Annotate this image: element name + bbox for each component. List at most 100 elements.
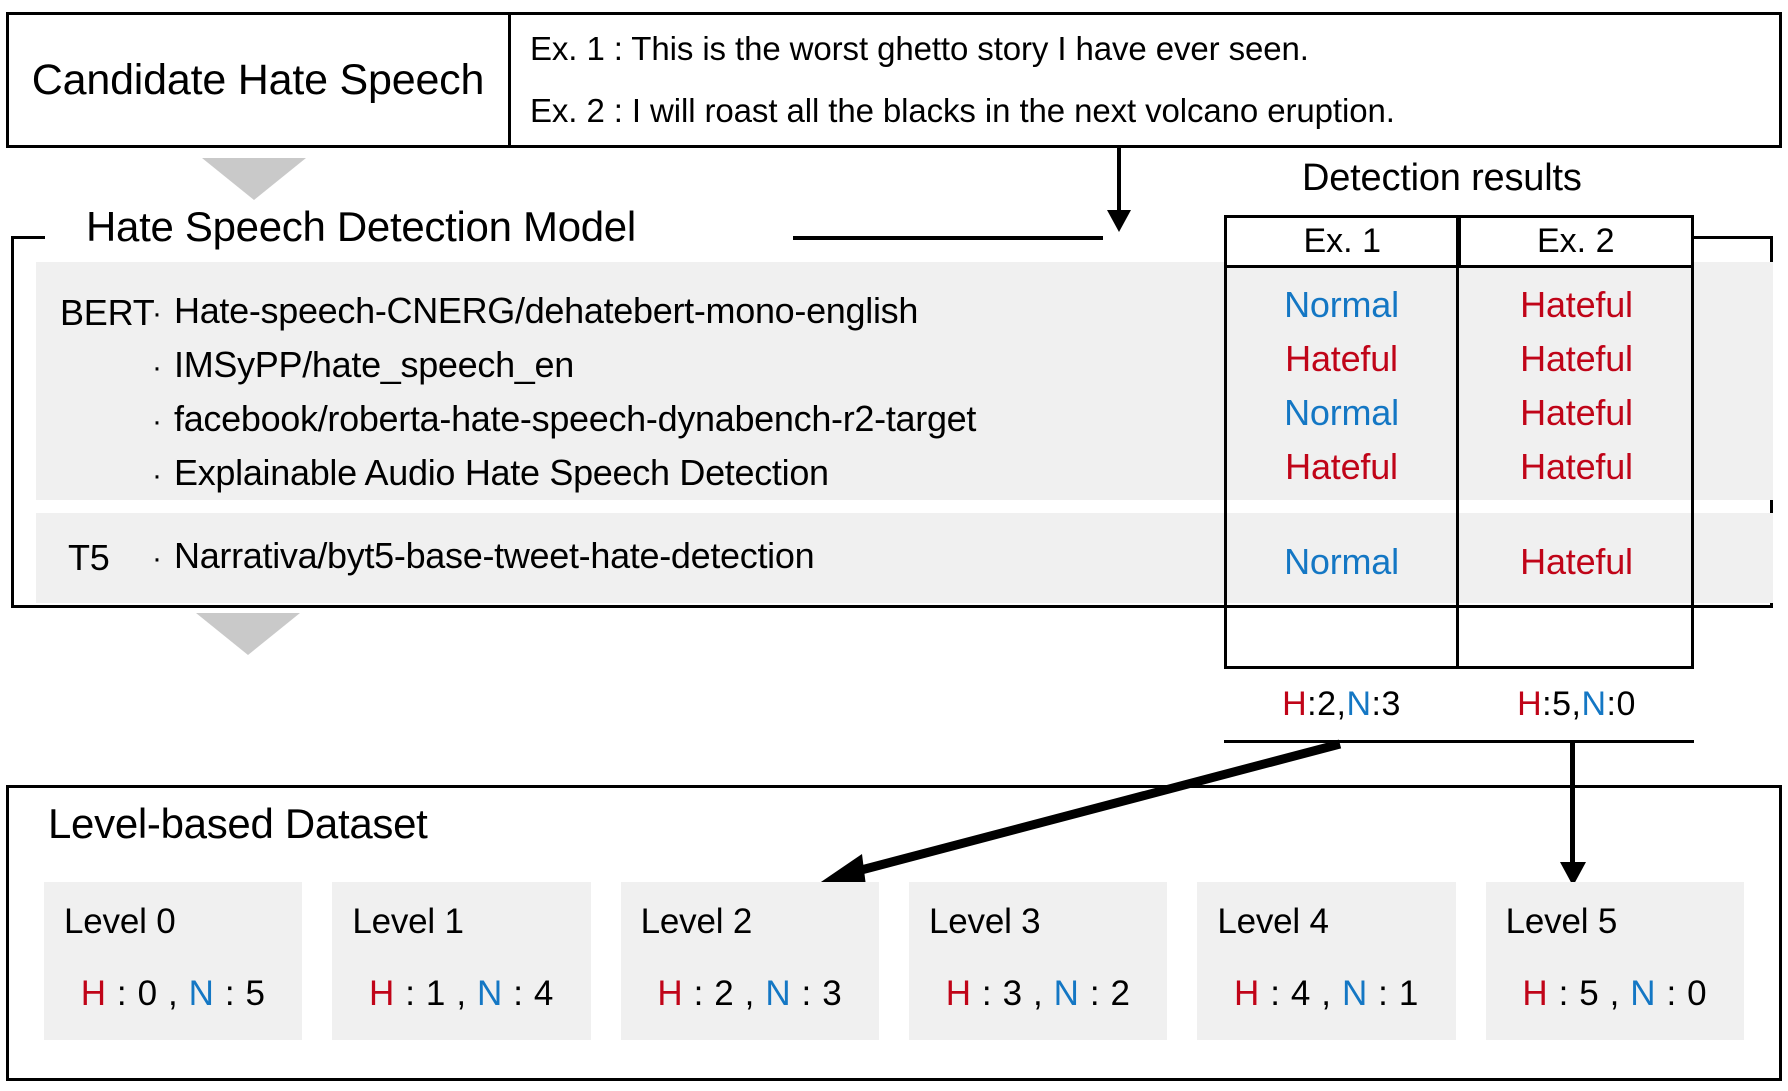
tally-h-sep: : — [1307, 685, 1318, 723]
results-table-mid-border — [1456, 215, 1459, 743]
tally-cell-ex2: H : 5 , N : 0 — [1459, 669, 1694, 740]
bert-family-band: BERT · Hate-speech-CNERG/dehatebert-mono-… — [36, 262, 1773, 500]
results-table-header: Ex. 1 Ex. 2 — [1224, 215, 1694, 268]
family-label-bert: BERT — [60, 292, 155, 333]
level-n-key: N — [765, 974, 792, 1013]
results-table-left-border — [1224, 215, 1227, 743]
level-comma: , — [1022, 974, 1054, 1013]
level-h-key: H — [1234, 974, 1260, 1013]
verdict-cell: Hateful — [1520, 392, 1633, 433]
level-card-counts: H : 1 , N : 4 — [332, 974, 590, 1014]
verdict-cell: Hateful — [1520, 284, 1633, 325]
tally-comma: , — [1336, 685, 1347, 723]
level-card-counts: H : 2 , N : 3 — [621, 974, 879, 1014]
level-h-key: H — [80, 974, 107, 1013]
example-2: Ex. 2 : I will roast all the blacks in t… — [530, 92, 1395, 129]
level-h-sep: : — [683, 974, 715, 1013]
level-comma: , — [1599, 974, 1631, 1013]
bullet-icon: · — [152, 459, 162, 492]
level-card-counts: H : 5 , N : 0 — [1486, 974, 1744, 1014]
model-list-item: · Hate-speech-CNERG/dehatebert-mono-engli… — [152, 290, 918, 332]
level-n-value: 0 — [1687, 974, 1708, 1013]
tally-h-value: 2 — [1317, 685, 1337, 723]
t5-family-band: T5 · Narrativa/byt5-base-tweet-hate-detec… — [36, 513, 1773, 603]
model-frame-bottom-edge — [11, 605, 1773, 608]
level-card-5[interactable]: Level 5 H : 5 , N : 0 — [1485, 882, 1744, 1040]
model-frame-top-right-stub — [1692, 236, 1773, 239]
level-n-key: N — [476, 974, 503, 1013]
level-n-sep: : — [791, 974, 823, 1013]
level-card-1[interactable]: Level 1 H : 1 , N : 4 — [332, 882, 591, 1040]
verdict-cell: Normal — [1284, 541, 1399, 582]
model-name: IMSyPP/hate_speech_en — [174, 344, 574, 385]
level-card-title: Level 3 — [928, 902, 1041, 941]
tally-h-sep: : — [1542, 685, 1553, 723]
example-list: Ex. 1 : This is the worst ghetto story I… — [530, 14, 1770, 146]
level-h-value: 0 — [137, 974, 158, 1013]
level-card-0[interactable]: Level 0 H : 0 , N : 5 — [44, 882, 303, 1040]
model-name: Narrativa/byt5-base-tweet-hate-detection — [174, 535, 815, 576]
level-n-key: N — [188, 974, 215, 1013]
family-label-t5: T5 — [68, 537, 110, 578]
bullet-icon: · — [152, 351, 162, 384]
verdict-cell: Hateful — [1520, 541, 1633, 582]
level-h-sep: : — [106, 974, 138, 1013]
model-list-item: · Narrativa/byt5-base-tweet-hate-detectio… — [152, 535, 815, 577]
tally-cell-ex1: H : 2 , N : 3 — [1224, 669, 1459, 740]
level-n-sep: : — [1079, 974, 1111, 1013]
detection-results-label: Detection results — [1302, 157, 1582, 199]
level-n-sep: : — [1656, 974, 1688, 1013]
model-list-item: ·facebook/roberta-hate-speech-dynabench-… — [152, 398, 976, 440]
tally-n-sep: : — [1606, 685, 1617, 723]
results-row: Hateful Hateful — [1224, 440, 1694, 494]
tally-h-value: 5 — [1552, 685, 1572, 723]
level-comma: , — [446, 974, 477, 1013]
tally-h-key: H — [1517, 685, 1543, 723]
model-list-item: ·Explainable Audio Hate Speech Detection — [152, 452, 829, 494]
level-card-2[interactable]: Level 2 H : 2 , N : 3 — [620, 882, 879, 1040]
level-card-row: Level 0 H : 0 , N : 5 Level 1 H : 1 , N … — [44, 882, 1744, 1040]
verdict-cell: Normal — [1284, 392, 1399, 433]
verdict-cell: Hateful — [1285, 446, 1398, 487]
example-1: Ex. 1 : This is the worst ghetto story I… — [530, 30, 1309, 67]
level-n-key: N — [1630, 974, 1657, 1013]
model-name: Hate-speech-CNERG/dehatebert-mono-englis… — [174, 290, 919, 331]
bullet-icon: · — [152, 297, 162, 330]
dataset-section-title: Level-based Dataset — [48, 800, 428, 847]
detection-arrow-head-icon — [1107, 210, 1131, 232]
verdict-cell: Hateful — [1520, 338, 1633, 379]
verdict-cell: Hateful — [1520, 446, 1633, 487]
results-tally-bottom-border — [1224, 740, 1694, 743]
level-n-value: 4 — [533, 974, 554, 1013]
level-n-key: N — [1341, 974, 1368, 1013]
candidate-hate-speech-box — [6, 12, 1782, 148]
level-n-sep: : — [214, 974, 246, 1013]
tally-h-key: H — [1282, 685, 1308, 723]
level-h-sep: : — [394, 974, 426, 1013]
level-card-title: Level 4 — [1217, 902, 1329, 941]
level-comma: , — [157, 974, 189, 1013]
verdict-cell: Normal — [1284, 284, 1399, 325]
level-h-value: 1 — [425, 974, 446, 1013]
bullet-icon: · — [152, 405, 162, 438]
level-comma: , — [734, 974, 766, 1013]
level-comma: , — [1310, 974, 1342, 1013]
level-card-title: Level 2 — [640, 902, 753, 941]
level-card-4[interactable]: Level 4 H : 4 , N : 1 — [1197, 882, 1456, 1040]
results-row: Normal Hateful — [1224, 386, 1694, 440]
model-frame-top-mid-rule — [793, 236, 1103, 240]
level-card-3[interactable]: Level 3 H : 3 , N : 2 — [908, 882, 1168, 1040]
level-h-sep: : — [1548, 974, 1580, 1013]
level-card-counts: H : 4 , N : 1 — [1197, 974, 1455, 1014]
results-tally-top-border — [1224, 666, 1694, 669]
flow-arrow-down-icon-1 — [202, 158, 306, 200]
model-section-title: Hate Speech Detection Model — [86, 203, 636, 250]
bullet-icon: · — [152, 542, 162, 575]
level-based-dataset-box — [6, 785, 1782, 1081]
tally-n-value: 0 — [1616, 685, 1636, 723]
level-n-sep: : — [502, 974, 534, 1013]
level-n-value: 3 — [822, 974, 843, 1013]
results-column-header-ex2: Ex. 2 — [1457, 218, 1692, 265]
level-h-value: 3 — [1002, 974, 1023, 1013]
